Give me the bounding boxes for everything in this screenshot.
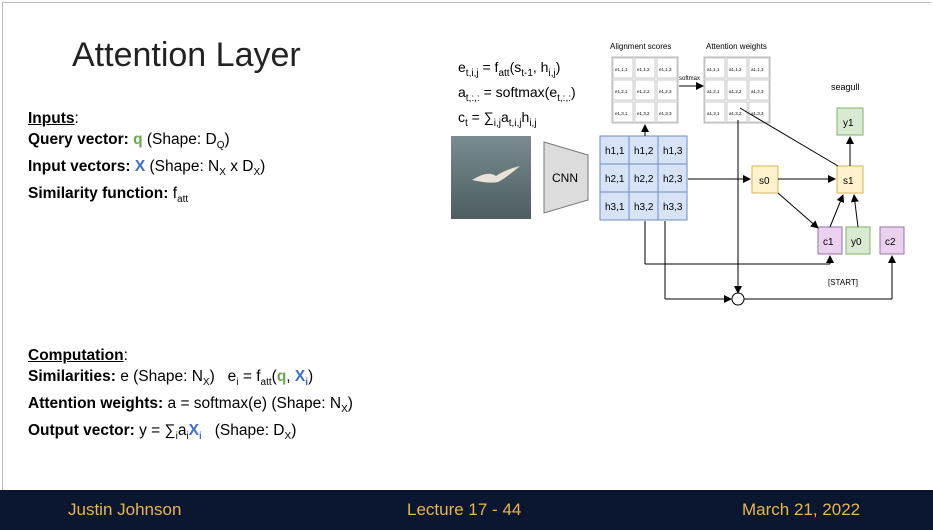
cnn-label: CNN — [552, 171, 578, 185]
feature-cell — [628, 163, 659, 193]
footer-bar: Justin Johnson Lecture 17 - 44 March 21,… — [0, 490, 933, 530]
similarity-function-line: Similarity function: fatt — [28, 185, 189, 206]
feature-cell — [657, 135, 688, 165]
attention-cell — [748, 57, 770, 79]
feature-cell — [657, 191, 688, 221]
s0-box — [751, 165, 779, 194]
cnn-block — [543, 141, 589, 214]
query-vector-line: Query vector: q (Shape: DQ) — [28, 131, 230, 152]
alignment-cell — [656, 101, 678, 123]
attention-cell — [704, 79, 726, 101]
seagull-photo — [451, 136, 531, 219]
attention-cell-label: a1,3,1 — [707, 111, 720, 116]
alignment-cell-label: e1,2,2 — [637, 89, 650, 94]
alignment-cell — [656, 57, 678, 79]
alignment-scores-label: Alignment scores — [610, 42, 671, 51]
feature-cell-label: h2,1 — [605, 174, 625, 185]
y1-box — [836, 107, 864, 136]
feature-cell-label: h1,3 — [663, 146, 683, 157]
inputs-block: Inputs: Query vector: q (Shape: DQ) Inpu… — [28, 108, 265, 210]
alignment-cell-label: e1,1,1 — [615, 67, 628, 72]
s1-box — [836, 165, 864, 194]
feature-cell — [599, 191, 630, 221]
feature-cell-label: h2,3 — [663, 174, 683, 185]
attention-cell-label: a1,2,3 — [751, 89, 764, 94]
feature-grid: h1,1 h1,2 h1,3 h2,1 h2,2 h2,3 h3,1 h3,2 h3,3 — [599, 135, 688, 221]
alignment-cell — [634, 101, 656, 123]
attention-cell — [748, 101, 770, 123]
attention-cell — [704, 57, 726, 79]
start-label: [START] — [828, 278, 858, 287]
attention-cell-label: a1,3,3 — [751, 111, 764, 116]
feature-cell-label: h3,1 — [605, 202, 625, 213]
feature-cell-label: h1,2 — [634, 146, 654, 157]
alignment-cell — [656, 79, 678, 101]
input-vectors-line: Input vectors: X (Shape: NX x DX) — [28, 158, 266, 179]
attention-equations: et,i,j = fatt(st-1, hi,j) at,:,: = softm… — [458, 59, 576, 129]
attention-cell — [726, 57, 748, 79]
output-vector-line: Output vector: y = ∑iaiXi (Shape: DX) — [28, 422, 297, 443]
feature-cell — [657, 163, 688, 193]
attention-cell-label: a1,1,1 — [707, 67, 720, 72]
weighted-sum-node — [731, 292, 745, 306]
alignment-cell — [634, 57, 656, 79]
s0-label: s0 — [759, 176, 770, 187]
footer-date: March 21, 2022 — [742, 500, 861, 519]
alignment-cell — [634, 79, 656, 101]
y1-label: y1 — [843, 118, 854, 129]
alignment-cell-label: e1,2,1 — [615, 89, 628, 94]
alignment-cell-label: e1,3,2 — [637, 111, 650, 116]
c1-label: c1 — [823, 237, 834, 248]
alignment-cell-label: e1,1,3 — [659, 67, 672, 72]
y0-label: y0 — [851, 237, 862, 248]
attention-cell — [726, 79, 748, 101]
alignment-cell — [612, 101, 634, 123]
computation-heading: Computation — [28, 347, 124, 364]
attention-cell-label: a1,1,2 — [729, 67, 742, 72]
footer-lecture: Lecture 17 - 44 — [407, 500, 522, 519]
s1-label: s1 — [843, 176, 854, 187]
computation-block: Computation: Similarities: e (Shape: NX)… — [28, 345, 353, 447]
attention-weights-label: Attention weights — [706, 42, 767, 51]
feature-cell-label: h3,2 — [634, 202, 654, 213]
alignment-cell-label: e1,3,1 — [615, 111, 628, 116]
c2-label: c2 — [885, 237, 896, 248]
attention-cell-label: a1,2,1 — [707, 89, 720, 94]
attention-cell — [704, 101, 726, 123]
alignment-cell-label: e1,1,2 — [637, 67, 650, 72]
alignment-cell — [612, 79, 634, 101]
alignment-score-grid: e1,1,1 e1,1,2 e1,1,3 e1,2,1 e1,2,2 e1,2,3 e1,3… — [611, 56, 679, 124]
attention-weight-grid: a1,1,1 a1,1,2 a1,1,3 a1,2,1 a1,2,2 a1,2,3 a1,3… — [703, 56, 771, 124]
attention-cell-label: a1,1,3 — [751, 67, 764, 72]
alignment-cell — [612, 57, 634, 79]
slide-title: Attention Layer — [72, 36, 301, 74]
alignment-cell-label: e1,3,3 — [659, 111, 672, 116]
attention-weights-line: Attention weights: a = softmax(e) (Shape… — [28, 395, 353, 416]
attention-cell-label: a1,3,2 — [729, 111, 742, 116]
feature-cell-label: h1,1 — [605, 146, 625, 157]
feature-cell-label: h2,2 — [634, 174, 654, 185]
inputs-heading: Inputs — [28, 110, 75, 127]
similarities-line: Similarities: e (Shape: NX) ei = fatt(q,… — [28, 368, 314, 389]
attention-cell — [748, 79, 770, 101]
footer-author: Justin Johnson — [68, 500, 182, 519]
attention-diagram: Alignment scores Attention weights e1,1,… — [451, 42, 905, 306]
feature-cell-label: h3,3 — [663, 202, 683, 213]
attention-cell-label: a1,2,2 — [729, 89, 742, 94]
c2-box — [879, 226, 905, 255]
softmax-label: softmax — [679, 76, 700, 82]
slide-frame — [2, 2, 931, 490]
seagull-label: seagull — [831, 82, 860, 92]
alignment-cell-label: e1,2,3 — [659, 89, 672, 94]
